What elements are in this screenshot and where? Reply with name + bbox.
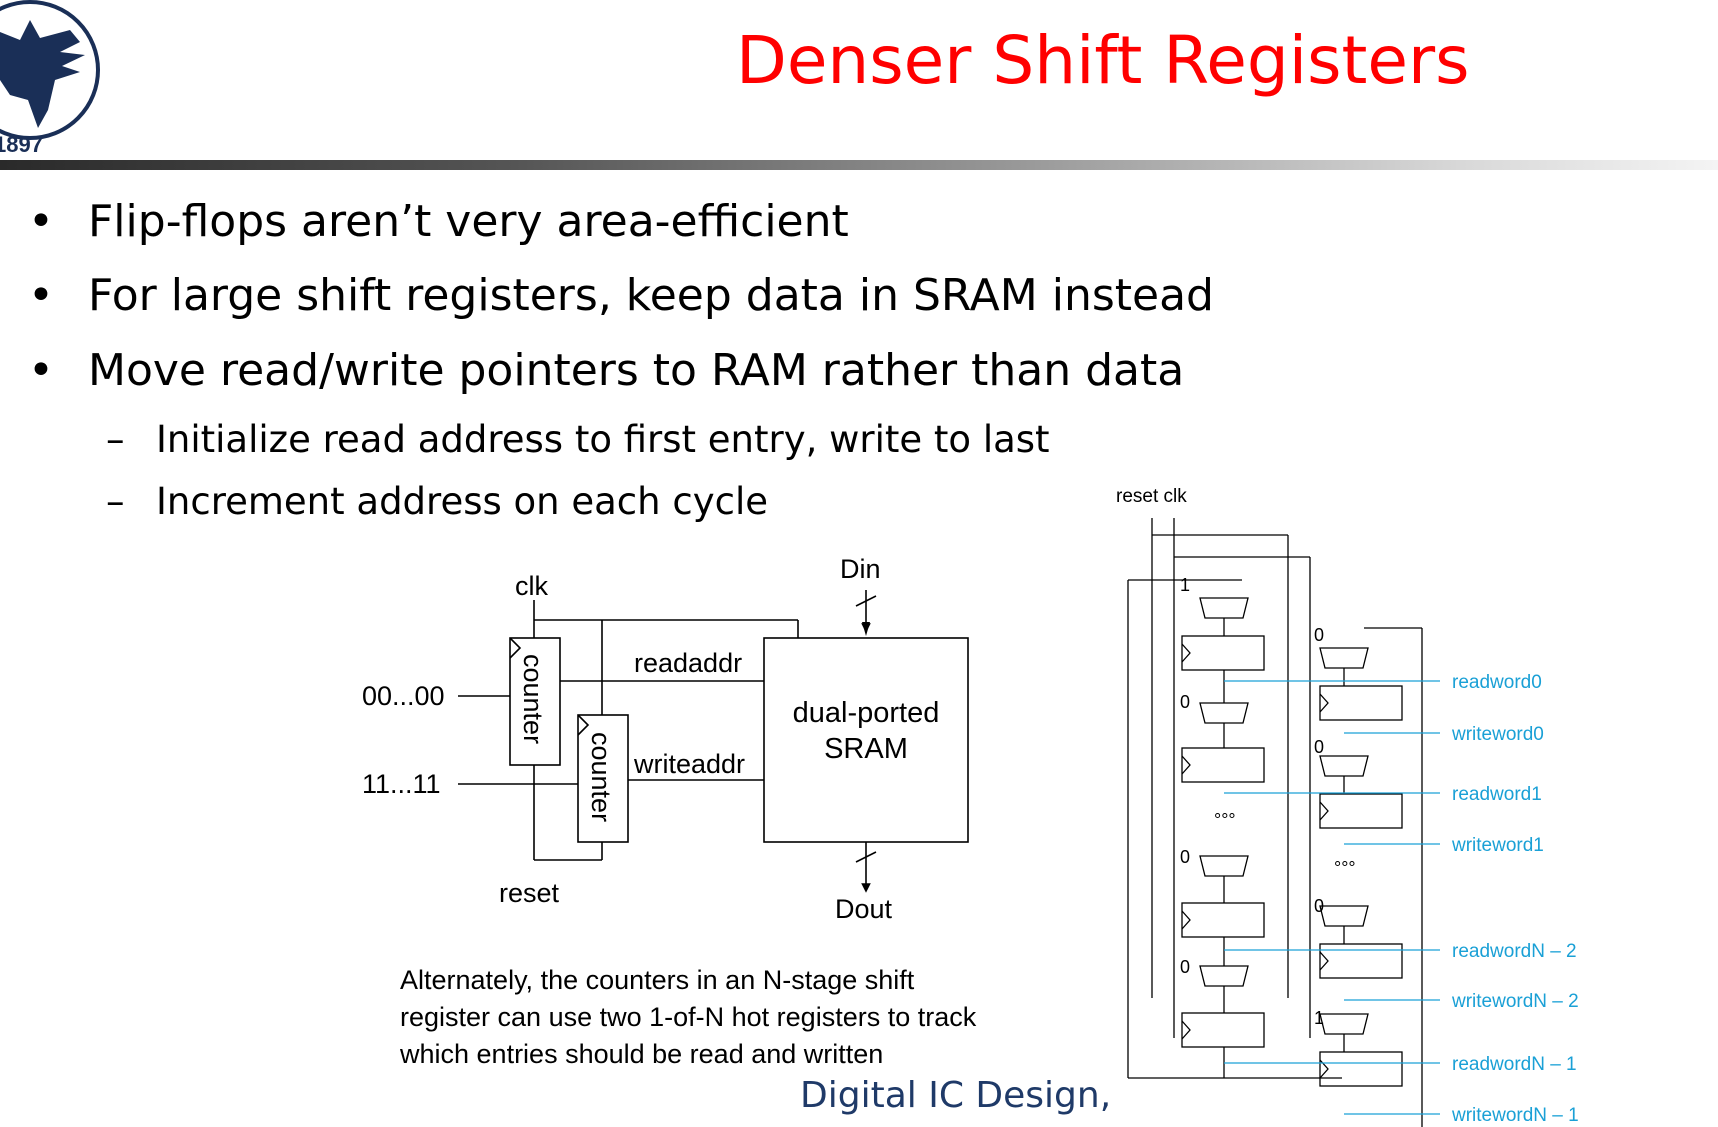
writeaddr-label: writeaddr — [633, 749, 745, 779]
slide-title: Denser Shift Registers — [736, 22, 1470, 99]
output-readword1: readword1 — [1452, 784, 1542, 805]
sub-bullet-text: Increment address on each cycle — [156, 480, 768, 523]
university-logo: 1897 — [0, 0, 100, 157]
output-writewordN-1: writewordN – 1 — [1451, 1105, 1579, 1126]
din-label: Din — [840, 554, 881, 584]
clk-label: clk — [515, 571, 548, 601]
stage-value-left-3: 0 — [1180, 847, 1190, 867]
title-divider — [0, 160, 1718, 170]
stage-value-right-3: 0 — [1314, 896, 1324, 916]
sram-label-line1: dual-ported — [793, 697, 940, 729]
counter-2-label: counter — [586, 732, 616, 822]
counter-1-label: counter — [518, 654, 548, 744]
bullet-text: For large shift registers, keep data in … — [88, 270, 1214, 321]
sub-bullet-1: – Initialize read address to first entry… — [106, 418, 1050, 461]
left-ellipsis: °°° — [1214, 810, 1236, 830]
stage-value-right-1: 0 — [1314, 625, 1324, 645]
right-ellipsis: °°° — [1334, 858, 1356, 878]
output-writeword0: writeword0 — [1451, 724, 1544, 745]
bullet-text: Move read/write pointers to RAM rather t… — [88, 345, 1185, 396]
note-line: which entries should be read and written — [400, 1039, 884, 1069]
dout-label: Dout — [835, 894, 893, 924]
stage-value-right-2: 0 — [1314, 737, 1324, 757]
reset-label: reset — [499, 878, 560, 908]
bullet-dot: • — [28, 270, 54, 321]
note-text: Alternately, the counters in an N-stage … — [400, 962, 1100, 1073]
output-writeword1: writeword1 — [1451, 835, 1544, 856]
note-line: Alternately, the counters in an N-stage … — [400, 965, 915, 995]
bullet-dot: • — [28, 196, 54, 247]
note-line: register can use two 1-of-N hot register… — [400, 1002, 977, 1032]
ones-input-label: 11...11 — [362, 769, 441, 799]
sub-bullet-dash: – — [106, 418, 125, 461]
sub-bullet-2: – Increment address on each cycle — [106, 480, 768, 523]
bullet-dot: • — [28, 345, 54, 396]
output-readword0: readword0 — [1452, 672, 1542, 693]
output-readwordN-1: readwordN – 1 — [1452, 1054, 1577, 1075]
sub-bullet-text: Initialize read address to first entry, … — [156, 418, 1050, 461]
footer-text: Digital IC Design, — [800, 1075, 1112, 1116]
reset-clk-label: reset clk — [1116, 486, 1187, 507]
bullet-text: Flip-flops aren’t very area-efficient — [88, 196, 849, 247]
logo-year: 1897 — [0, 132, 43, 157]
zeros-input-label: 00...00 — [362, 681, 445, 711]
stage-value-left-4: 0 — [1180, 957, 1190, 977]
sub-bullet-dash: – — [106, 480, 125, 523]
sram-label-line2: SRAM — [824, 733, 908, 765]
stage-value-left-1: 1 — [1180, 575, 1190, 595]
output-writewordN-2: writewordN – 2 — [1451, 991, 1579, 1012]
stage-value-right-4: 1 — [1314, 1008, 1324, 1028]
one-hot-register-diagram: reset clk 1 0 0 0 0 0 0 1 °°° °°° readwo… — [1116, 486, 1579, 1127]
output-readwordN-2: readwordN – 2 — [1452, 941, 1577, 962]
stage-value-left-2: 0 — [1180, 692, 1190, 712]
readaddr-label: readaddr — [634, 648, 742, 678]
